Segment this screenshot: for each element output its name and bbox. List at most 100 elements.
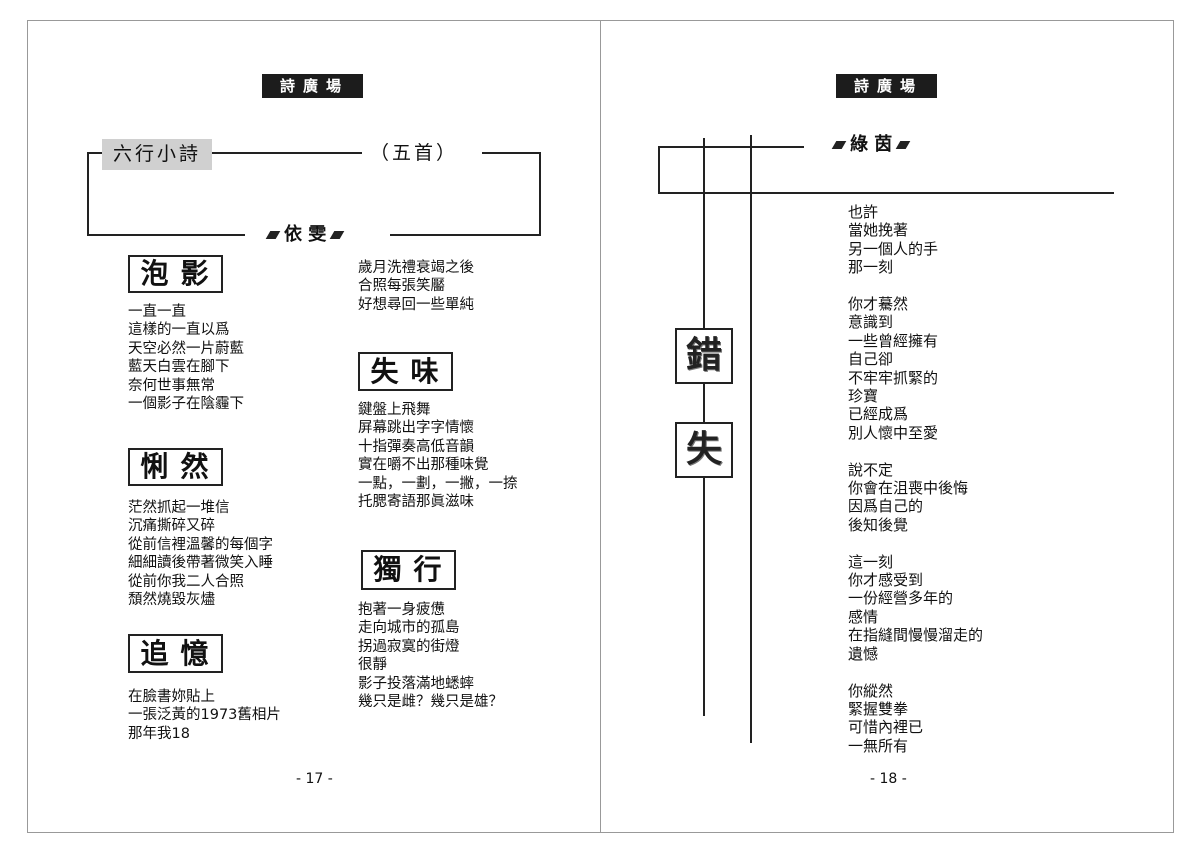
poem-body: 在臉書妳貼上一張泛黃的1973舊相片那年我18 bbox=[128, 688, 281, 743]
poem-line: 從前信裡溫馨的每個字 bbox=[128, 536, 273, 553]
frame-line bbox=[658, 146, 804, 148]
poem-line: 奈何世事無常 bbox=[128, 377, 215, 394]
poem-line: 意識到 bbox=[848, 313, 894, 332]
poem-line: 歲月洗禮衰竭之後 bbox=[358, 260, 474, 276]
poem-line: 走向城市的孤島 bbox=[358, 620, 460, 637]
poem-line: 影子投落滿地蟋蟀 bbox=[358, 675, 474, 692]
frame-line bbox=[212, 152, 362, 154]
poem-line: 合照每張笑靨 bbox=[358, 278, 445, 295]
poem-line: 你縱然 bbox=[848, 681, 894, 700]
poem-line: 已經成爲 bbox=[848, 405, 909, 424]
poem-line: 一些曾經擁有 bbox=[848, 331, 939, 350]
frame-line bbox=[390, 234, 541, 236]
poem-line: 細細讀後帶著微笑入睡 bbox=[128, 555, 273, 572]
poem-line: 你才驀然 bbox=[848, 295, 909, 314]
section-header: 詩廣場 bbox=[262, 74, 363, 98]
poem-line: 感情 bbox=[848, 607, 879, 626]
stanza-break bbox=[848, 442, 983, 460]
poem-line: 另一個人的手 bbox=[848, 239, 939, 258]
poem-line: 天空必然一片蔚藍 bbox=[128, 340, 244, 357]
frame-line bbox=[87, 152, 89, 236]
poem-line: 一個影子在陰霾下 bbox=[128, 396, 244, 413]
poem-line: 在指縫間慢慢溜走的 bbox=[848, 626, 984, 645]
poem-line: 後知後覺 bbox=[848, 515, 909, 534]
stanza-break bbox=[848, 534, 983, 552]
frame-line bbox=[539, 152, 541, 236]
poem-title: 追憶 bbox=[128, 634, 223, 673]
poem-body: 一直一直這樣的一直以爲天空必然一片蔚藍藍天白雲在腳下奈何世事無常一個影子在陰霾下 bbox=[128, 303, 244, 413]
frame-line bbox=[658, 146, 660, 194]
poem-line: 實在嚼不出那種味覺 bbox=[358, 457, 489, 474]
poem-line: 鍵盤上飛舞 bbox=[358, 402, 431, 418]
author-byline: 綠 茵 bbox=[828, 132, 914, 158]
poem-line: 你會在沮喪中後悔 bbox=[848, 479, 969, 498]
frame-line bbox=[87, 152, 102, 154]
poem-title-char: 失 bbox=[675, 422, 733, 478]
frame-line bbox=[750, 135, 752, 743]
poem-line: 茫然抓起一堆信 bbox=[128, 500, 230, 516]
poem-title: 獨行 bbox=[361, 550, 456, 590]
poem-line: 這一刻 bbox=[848, 552, 894, 571]
page-number: - 17 - bbox=[296, 771, 333, 787]
frame-line bbox=[87, 234, 245, 236]
section-header: 詩廣場 bbox=[836, 74, 937, 98]
stanza-break bbox=[848, 663, 983, 681]
poem-line: 緊握雙拳 bbox=[848, 699, 909, 718]
poem-title-char: 錯 bbox=[675, 328, 733, 384]
poem-line: 別人懷中至愛 bbox=[848, 423, 939, 442]
diamond-ornament-icon bbox=[329, 231, 345, 239]
poem-body-continued: 歲月洗禮衰竭之後合照每張笑靨好想尋回一些單純 bbox=[358, 259, 474, 314]
author-name: 依 雯 bbox=[284, 224, 327, 245]
poem-line: 屏幕跳出字字情懷 bbox=[358, 420, 474, 437]
poem-body: 也許當她挽著另一個人的手那一刻你才驀然意識到一些曾經擁有自己卻不牢牢抓緊的珍寶已… bbox=[848, 203, 983, 755]
poem-body: 抱著一身疲憊走向城市的孤島拐過寂寞的街燈很靜影子投落滿地蟋蟀幾只是雌？幾只是雄？ bbox=[358, 601, 503, 711]
page-number: - 18 - bbox=[870, 771, 907, 787]
poem-line: 說不定 bbox=[848, 460, 894, 479]
right-page bbox=[600, 20, 1174, 833]
poem-line: 因爲自己的 bbox=[848, 497, 924, 516]
poem-line: 一無所有 bbox=[848, 736, 909, 755]
poem-line: 自己卻 bbox=[848, 350, 894, 369]
diamond-ornament-icon bbox=[895, 141, 911, 149]
series-title: 六行小詩 bbox=[102, 139, 212, 170]
poem-title: 失味 bbox=[358, 352, 453, 391]
poem-line: 托腮寄語那眞滋味 bbox=[358, 494, 474, 511]
series-count: （五首） bbox=[370, 142, 459, 164]
diamond-ornament-icon bbox=[265, 231, 281, 239]
poem-line: 一點，一劃，一撇，一捺 bbox=[358, 475, 518, 492]
diamond-ornament-icon bbox=[831, 141, 847, 149]
frame-line bbox=[482, 152, 541, 154]
poem-line: 抱著一身疲憊 bbox=[358, 602, 445, 618]
frame-line bbox=[658, 192, 1114, 194]
poem-line: 不牢牢抓緊的 bbox=[848, 368, 939, 387]
poem-line: 那一刻 bbox=[848, 258, 894, 277]
poem-line: 在臉書妳貼上 bbox=[128, 689, 215, 705]
poem-line: 幾只是雌？幾只是雄？ bbox=[358, 694, 503, 711]
poem-line: 從前你我二人合照 bbox=[128, 573, 244, 590]
poem-body: 鍵盤上飛舞屏幕跳出字字情懷十指彈奏高低音韻實在嚼不出那種味覺一點，一劃，一撇，一… bbox=[358, 401, 518, 511]
poem-line: 遺憾 bbox=[848, 644, 879, 663]
poem-body: 茫然抓起一堆信沉痛撕碎又碎從前信裡溫馨的每個字細細讀後帶著微笑入睡從前你我二人合… bbox=[128, 499, 273, 609]
poem-title: 悧然 bbox=[128, 448, 223, 486]
author-name: 綠 茵 bbox=[850, 134, 893, 155]
poem-line: 頹然燒毀灰燼 bbox=[128, 592, 215, 609]
poem-line: 可惜內裡已 bbox=[848, 718, 924, 737]
poem-line: 這樣的一直以爲 bbox=[128, 322, 230, 339]
poem-line: 拐過寂寞的街燈 bbox=[358, 638, 460, 655]
poem-line: 你才感受到 bbox=[848, 571, 924, 590]
poem-line: 沉痛撕碎又碎 bbox=[128, 518, 215, 535]
poem-line: 藍天白雲在腳下 bbox=[128, 359, 230, 376]
poem-line: 那年我18 bbox=[128, 725, 190, 742]
author-byline: 依 雯 bbox=[262, 222, 348, 248]
poem-line: 當她挽著 bbox=[848, 221, 909, 240]
poem-line: 一直一直 bbox=[128, 304, 186, 320]
poem-line: 十指彈奏高低音韻 bbox=[358, 438, 474, 455]
poem-line: 很靜 bbox=[358, 657, 387, 674]
stanza-break bbox=[848, 277, 983, 295]
poem-line: 一份經營多年的 bbox=[848, 589, 954, 608]
poem-title: 泡影 bbox=[128, 255, 223, 293]
poem-line: 珍寶 bbox=[848, 387, 879, 406]
poem-line: 一張泛黃的1973舊相片 bbox=[128, 707, 281, 724]
poem-line: 也許 bbox=[848, 203, 879, 221]
poem-line: 好想尋回一些單純 bbox=[358, 296, 474, 313]
